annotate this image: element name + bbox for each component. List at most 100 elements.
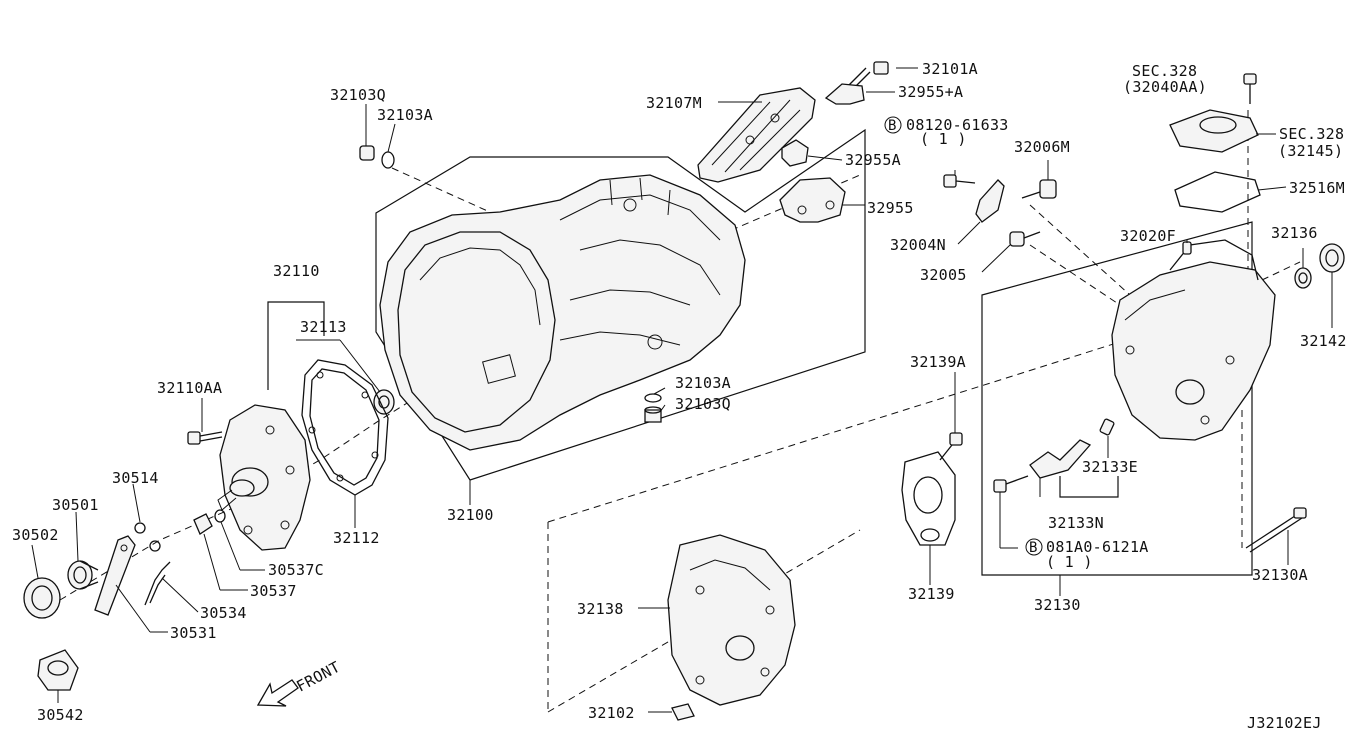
part-32112 [301,359,389,496]
bolt-08120-61633 [943,174,976,188]
circle-b-text-2: B [1029,540,1038,556]
label-32110AA: 32110AA [157,379,222,397]
label-32142: 32142 [1300,332,1347,350]
part-32138 [667,534,796,706]
part-32110AA [187,431,223,445]
part-sec328-tower [1169,109,1259,153]
label-32110: 32110 [273,262,320,280]
label-32130A: 32130A [1252,566,1308,584]
part-32139A [939,432,963,461]
label-sec328-b: SEC.328 [1279,125,1344,143]
part-30501 [67,560,99,590]
part-32006M [1021,179,1057,199]
label-32107M: 32107M [646,94,702,112]
label-30502: 30502 [12,526,59,544]
part-32133E [1099,418,1115,436]
label-32133N: 32133N [1048,514,1104,532]
label-30514: 30514 [112,469,159,487]
label-32139: 32139 [908,585,955,603]
label-32006M: 32006M [1014,138,1070,156]
circle-b-text-1: B [888,118,897,134]
label-32138: 32138 [577,600,624,618]
dash-32136 [1261,261,1301,281]
label-32955+A: 32955+A [898,83,963,101]
part-32103A-top [381,151,395,169]
leader-lines [31,67,1333,713]
part-32102 [671,703,695,721]
label-32133E: 32133E [1082,458,1138,476]
label-32103Q-low: 32103Q [675,395,731,413]
label-bolt-08120-qty: ( 1 ) [920,130,967,148]
part-32110 [217,404,311,551]
label-32112: 32112 [333,529,380,547]
label-30501: 30501 [52,496,99,514]
label-32130: 32130 [1034,596,1081,614]
frame-32100 [375,128,866,481]
part-32130A [1245,507,1307,553]
circle-b-marker-1: B [884,116,902,134]
part-32107M [697,87,816,183]
label-32004N: 32004N [890,236,946,254]
label-30534: 30534 [200,604,247,622]
label-30531: 30531 [170,624,217,642]
part-32955+A [824,83,865,105]
part-30502 [23,577,61,619]
label-32955A: 32955A [845,151,901,169]
label-30537: 30537 [250,582,297,600]
label-32100: 32100 [447,506,494,524]
part-30537 [193,513,213,535]
label-bolt-081A0-qty: ( 1 ) [1046,553,1093,571]
part-30531 [94,535,136,616]
dash-switch-to-case [1029,204,1131,296]
label-32136: 32136 [1271,224,1318,242]
part-30514 [134,522,161,552]
part-32103Q-top [359,145,375,161]
label-32020F: 32020F [1120,227,1176,245]
part-sec328-bolt [1243,73,1257,104]
dash-switch2-to-case [1029,244,1121,306]
frame-32133N [1059,476,1119,498]
label-sec328-a-sub: (32040AA) [1123,78,1207,96]
label-32005: 32005 [920,266,967,284]
frame-32110 [267,301,325,390]
part-32020F [1182,241,1192,255]
transmission-case-32100 [379,174,746,451]
part-32955A [781,139,809,167]
front-arrow: FRONT [256,658,343,707]
part-32103A-low [644,393,662,403]
label-32103A-top: 32103A [377,106,433,124]
part-32516M [1174,171,1261,213]
label-32102: 32102 [588,704,635,722]
part-32955 [779,177,846,223]
part-32101A [845,61,889,93]
part-32139 [901,451,956,546]
bolt-081A0-6121A [993,475,1029,493]
label-bolt-08120: 08120-61633 [906,116,1009,134]
part-32133N [1029,439,1092,479]
label-32516M: 32516M [1289,179,1345,197]
label-32955: 32955 [867,199,914,217]
label-30537C: 30537C [268,561,324,579]
label-bolt-081A0: 081A0-6121A [1046,538,1149,556]
extension-32130 [1111,239,1276,441]
part-32113 [373,389,395,415]
circle-b-marker-2: B [1025,538,1043,556]
front-label: FRONT [293,658,343,696]
label-32103Q-top: 32103Q [330,86,386,104]
diagram-code: J32102EJ [1247,714,1322,732]
label-32103A-low: 32103A [675,374,731,392]
part-30534 [144,561,171,606]
frame-32130 [981,221,1253,576]
label-sec328-a: SEC.328 [1132,62,1197,80]
part-32005 [1009,231,1041,247]
part-32004N [975,179,1005,223]
label-30542: 30542 [37,706,84,724]
part-32142 [1319,243,1345,273]
part-32103Q-low [644,406,662,423]
label-32101A: 32101A [922,60,978,78]
label-32113: 32113 [300,318,347,336]
label-sec328-b-sub: (32145) [1278,142,1343,160]
part-32136 [1294,267,1312,289]
